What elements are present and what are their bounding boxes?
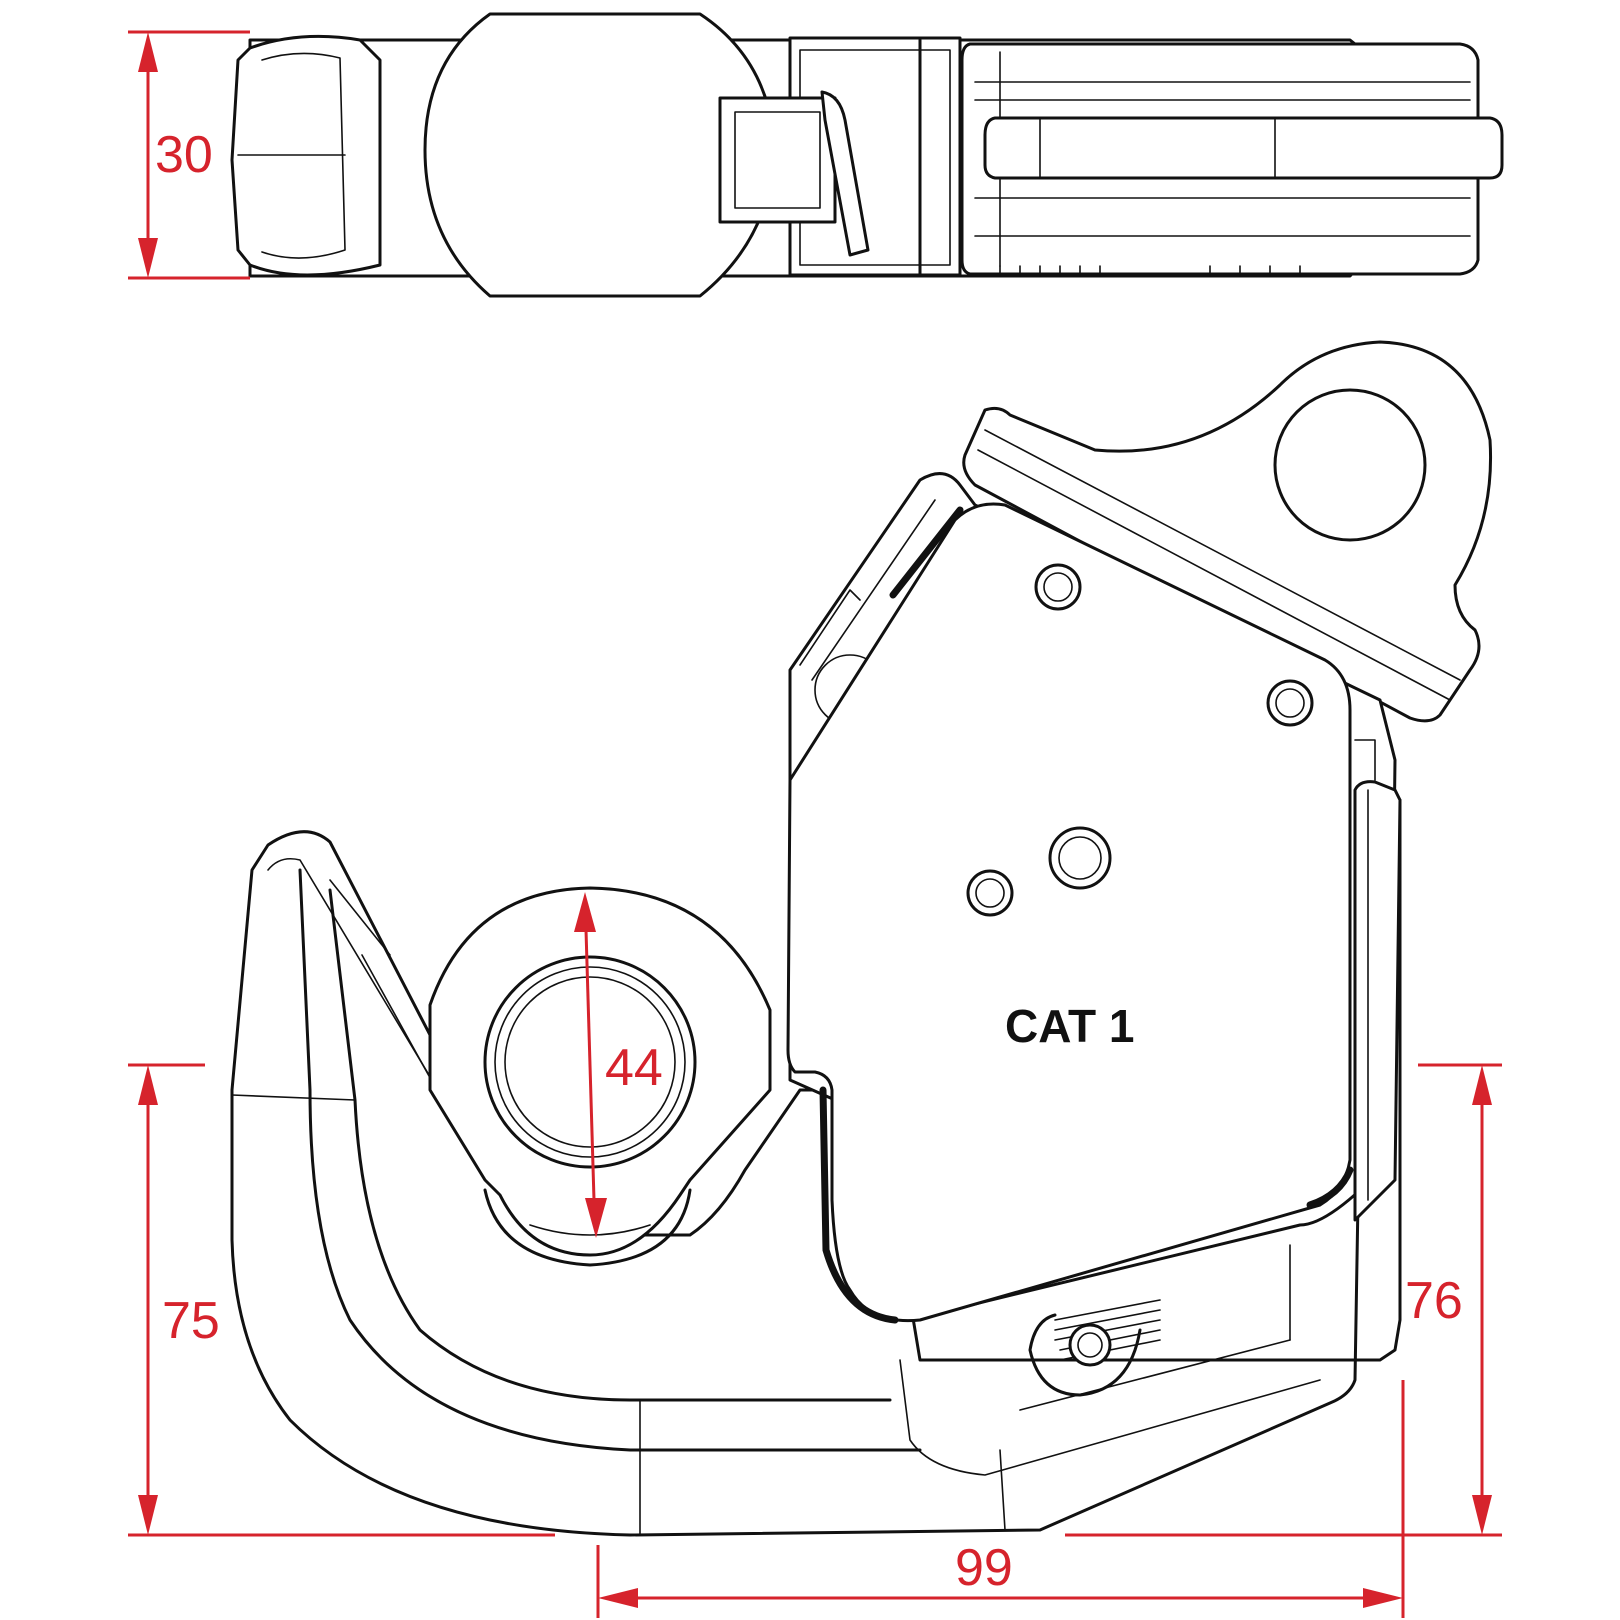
rivet-center-small [966, 869, 1014, 917]
dimension-height-right: 76 [1065, 1063, 1502, 1537]
dimension-height-top: 30 [128, 30, 250, 280]
rivet-right [1266, 679, 1314, 727]
rivet-center-large [1048, 826, 1112, 890]
dimension-label-30: 30 [155, 126, 213, 184]
cat-label: CAT 1 [1005, 1000, 1135, 1052]
top-view [230, 12, 1504, 298]
dimension-label-99: 99 [955, 1539, 1013, 1597]
dimension-label-75: 75 [162, 1292, 220, 1350]
dimension-label-76: 76 [1405, 1272, 1463, 1330]
dimension-bore: 44 [574, 892, 663, 1238]
front-view: CAT 1 [230, 340, 1493, 1537]
dimension-width: 99 [596, 1380, 1405, 1618]
dimension-label-44: 44 [605, 1039, 663, 1097]
rivet-top [1034, 563, 1082, 611]
dimension-height-left: 75 [128, 1063, 555, 1537]
